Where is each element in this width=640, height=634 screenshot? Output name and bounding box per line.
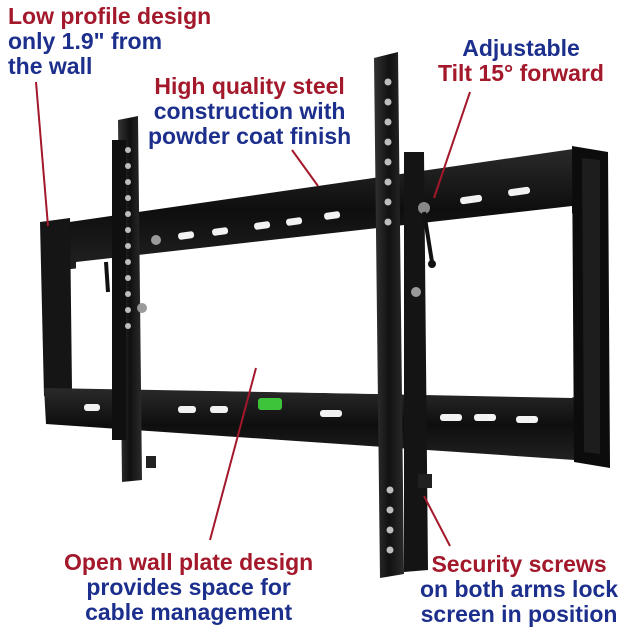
leader-open-plate xyxy=(209,367,257,541)
callout-steel-line-3: powder coat finish xyxy=(148,123,352,149)
left-mounting-arm xyxy=(104,116,161,482)
callout-open-line-3: cable management xyxy=(85,599,293,625)
callout-steel-line-1: High quality steel xyxy=(154,73,345,99)
leader-security xyxy=(423,495,451,547)
right-mounting-arm xyxy=(374,52,436,578)
callout-low-profile-line-3: the wall xyxy=(8,53,93,79)
bubble-level xyxy=(258,398,282,410)
callout-leader-lines xyxy=(35,81,471,547)
leader-tilt xyxy=(433,91,471,199)
callout-low-profile: Low profile design only 1.9" from the wa… xyxy=(8,4,211,79)
lower-rail-slots xyxy=(84,404,538,423)
callout-adjustable-tilt: Adjustable Tilt 15° forward xyxy=(438,36,604,86)
callout-steel-line-2: construction with xyxy=(153,98,346,124)
callout-security-line-3: screen in position xyxy=(420,601,618,627)
callout-tilt-line-2: Tilt 15° forward xyxy=(438,60,604,86)
callout-low-profile-line-2: only 1.9" from xyxy=(8,28,163,54)
callout-security-line-2: on both arms lock xyxy=(420,576,619,602)
callout-security-screws: Security screws on both arms lock screen… xyxy=(420,552,618,627)
callout-tilt-line-1: Adjustable xyxy=(462,35,580,61)
callout-open-line-2: provides space for xyxy=(86,574,291,600)
callout-low-profile-line-1: Low profile design xyxy=(8,3,212,29)
leader-steel xyxy=(291,149,319,187)
callout-steel-construction: High quality steel construction with pow… xyxy=(148,74,351,149)
upper-rail-slots xyxy=(178,186,531,240)
callout-open-line-1: Open wall plate design xyxy=(64,549,314,575)
leader-low-profile xyxy=(35,81,49,227)
callout-open-wall-plate: Open wall plate design provides space fo… xyxy=(64,550,313,625)
callout-security-line-1: Security screws xyxy=(431,551,607,577)
